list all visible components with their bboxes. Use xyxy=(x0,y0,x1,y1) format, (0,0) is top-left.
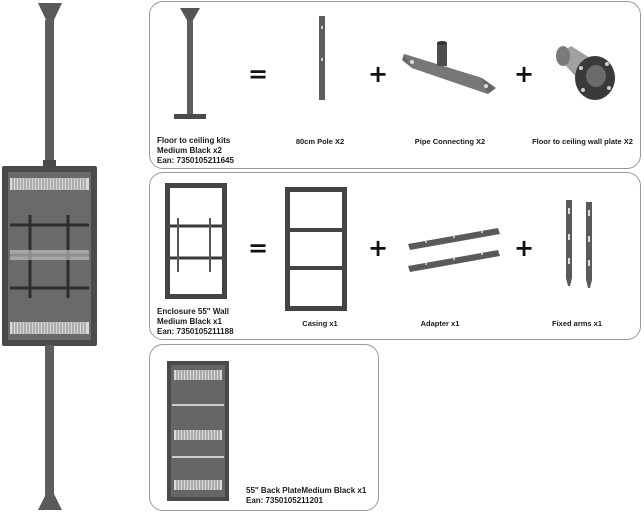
kit2-subtitle: Medium Black x1 xyxy=(157,317,222,326)
plus-symbol: + xyxy=(514,60,535,88)
enclosure-kit-panel xyxy=(149,172,641,340)
plus-symbol: + xyxy=(368,60,389,88)
kit1-title: Floor to ceiling kits xyxy=(157,136,231,145)
part-pipe-connecting: Pipe Connecting X2 xyxy=(414,137,486,146)
floor-to-ceiling-kit-panel xyxy=(149,1,641,169)
ceiling-wall-plate-image xyxy=(556,46,615,100)
part-ceiling-wall-plate: Floor to ceiling wall plate X2 xyxy=(532,137,633,146)
equals-symbol: = xyxy=(248,60,269,88)
part-pole: 80cm Pole X2 xyxy=(295,137,345,146)
kit3-ean: Ean: 7350105211201 xyxy=(246,496,323,505)
equals-symbol: = xyxy=(248,234,269,262)
floor-to-ceiling-kit-image xyxy=(174,8,206,119)
kit2-ean: Ean: 7350105211188 xyxy=(157,327,234,336)
plus-symbol: + xyxy=(514,234,535,262)
plus-symbol: + xyxy=(368,234,389,262)
enclosure-kit-image xyxy=(165,183,227,299)
part-adapter: Adapter x1 xyxy=(420,319,460,328)
fixed-arms-image xyxy=(566,200,592,288)
kit3-title: 55" Back PlateMedium Black x1 xyxy=(246,486,367,495)
part-casing: Casing x1 xyxy=(302,319,338,328)
kit1-ean: Ean: 7350105211645 xyxy=(157,156,234,165)
pipe-connecting-image xyxy=(402,41,496,94)
pole-80cm-image xyxy=(319,16,325,100)
kit1-subtitle: Medium Black x2 xyxy=(157,146,222,155)
kit2-title: Enclosure 55" Wall xyxy=(157,307,229,316)
back-plate-image xyxy=(167,361,229,501)
casing-image xyxy=(285,187,347,311)
adapter-image xyxy=(408,228,500,272)
assembled-floor-to-ceiling-enclosure xyxy=(2,3,97,510)
part-fixed-arms: Fixed arms x1 xyxy=(551,319,603,328)
